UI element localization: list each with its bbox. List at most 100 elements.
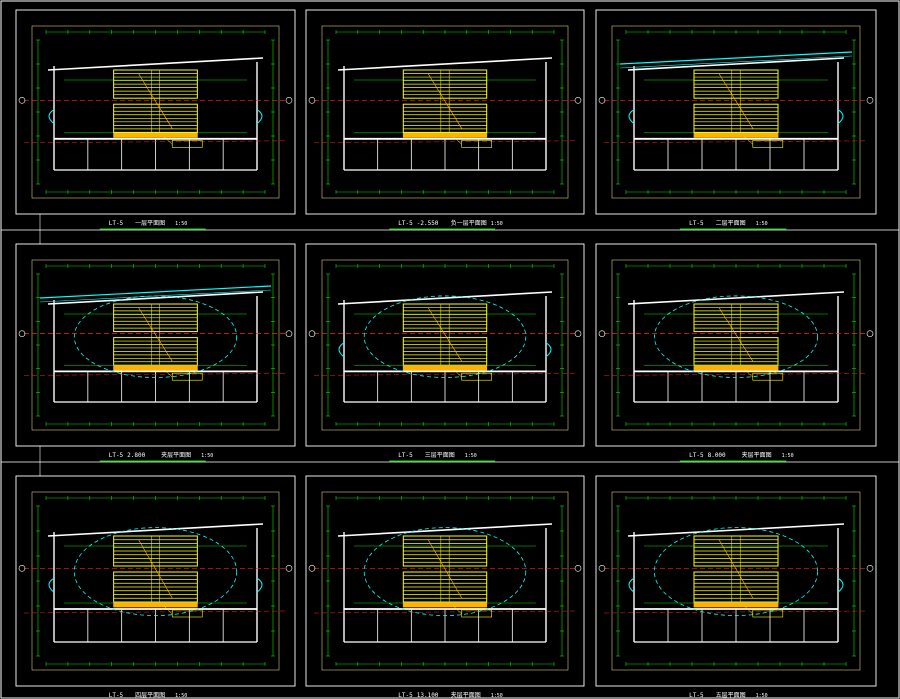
stair-landing	[113, 132, 198, 138]
panel-border	[15, 9, 296, 215]
axis-bubble	[574, 564, 582, 572]
top-wall	[337, 523, 553, 537]
dimension-lines	[36, 264, 275, 426]
callout-box	[171, 140, 203, 148]
panel-border	[305, 475, 585, 687]
axis-bubble	[866, 330, 874, 337]
top-wall	[47, 291, 264, 305]
door-swing-left	[48, 577, 55, 593]
ellipse-outline	[654, 527, 819, 616]
drawing-code: LT-5	[398, 220, 413, 227]
dimension-lines	[326, 496, 564, 666]
building-walls	[337, 57, 553, 171]
dimension-lines	[616, 30, 856, 194]
inner-frame	[321, 491, 569, 671]
stair-landing	[113, 365, 198, 371]
top-wall	[337, 291, 553, 305]
axis-bubble	[598, 330, 606, 337]
stair-landing	[402, 365, 488, 371]
ellipse-outline	[654, 295, 819, 378]
drawing-scale: 1:50	[201, 453, 213, 459]
walk-line	[138, 307, 173, 362]
callout	[744, 605, 784, 618]
walk-line	[138, 73, 173, 129]
ellipse-outline	[73, 527, 238, 616]
axis-bubble	[308, 330, 316, 337]
building-walls	[47, 57, 264, 171]
door-swing-right	[256, 577, 263, 593]
dimension-lines	[616, 496, 856, 666]
axis-line-horizontal	[603, 373, 869, 376]
axis-bubble	[866, 97, 874, 104]
door-swing-right	[837, 577, 844, 593]
drawing-code: LT-5	[398, 692, 413, 699]
top-wall	[47, 523, 264, 537]
drawing-elevation: -2.550	[417, 220, 439, 227]
drawing-code: LT-5	[398, 452, 413, 459]
drawing-title: 夹层平面图	[451, 691, 481, 699]
drawing-code: LT-5	[689, 220, 704, 227]
axis-bubble	[285, 97, 293, 104]
doors	[48, 109, 263, 125]
panel-border	[305, 243, 585, 447]
axis-line-horizontal	[23, 610, 288, 614]
stair-flights	[113, 303, 198, 371]
callout	[163, 136, 203, 148]
drawing-elevation: 2.800	[127, 452, 145, 459]
panel-border	[595, 475, 877, 687]
axis-bubble	[285, 564, 293, 572]
roof-edge	[619, 55, 853, 69]
stair-landing	[402, 132, 488, 138]
stair-flights	[113, 535, 198, 608]
drawing-title: 四层平面图	[135, 692, 165, 699]
callout-leader	[163, 369, 173, 378]
callout-leader	[744, 605, 753, 615]
top-wall	[337, 57, 553, 71]
callout	[744, 369, 784, 381]
drawing-title: 三层平面图	[425, 452, 455, 459]
walk-line	[718, 539, 754, 599]
drawing-title: 一层平面图	[135, 220, 165, 227]
axis-bubble	[308, 97, 316, 104]
axis-bubble	[308, 564, 316, 572]
building-walls	[627, 523, 845, 643]
callout-box	[752, 609, 784, 618]
dimension-lines	[36, 496, 275, 666]
building-walls	[47, 291, 264, 403]
inner-frame	[611, 259, 861, 431]
roof-band	[39, 285, 272, 303]
drawing-code: LT-5	[689, 452, 704, 459]
callout-leader	[453, 136, 462, 145]
callout-box	[171, 372, 203, 381]
axis-bubble	[18, 97, 26, 104]
ellipse-outline	[363, 295, 527, 378]
roof-edge	[39, 285, 272, 299]
drawing-scale: 1:50	[491, 693, 503, 699]
callout-leader	[744, 136, 753, 145]
door-swing-left	[628, 109, 635, 125]
stair-flights	[402, 303, 488, 371]
drawing-scale: 1:50	[756, 221, 768, 227]
top-wall	[627, 523, 845, 537]
walk-line	[718, 307, 754, 362]
drawing-title: 夹层平面图	[742, 451, 772, 459]
axis-line-horizontal	[313, 140, 577, 144]
drawing-scale: 1:50	[465, 453, 477, 459]
callout	[163, 605, 203, 618]
axis-line-horizontal	[23, 140, 288, 144]
drawing-scale: 1:50	[782, 453, 794, 459]
axis-line-horizontal	[313, 373, 577, 376]
stair-landing	[693, 132, 779, 138]
panel-border	[595, 243, 877, 447]
